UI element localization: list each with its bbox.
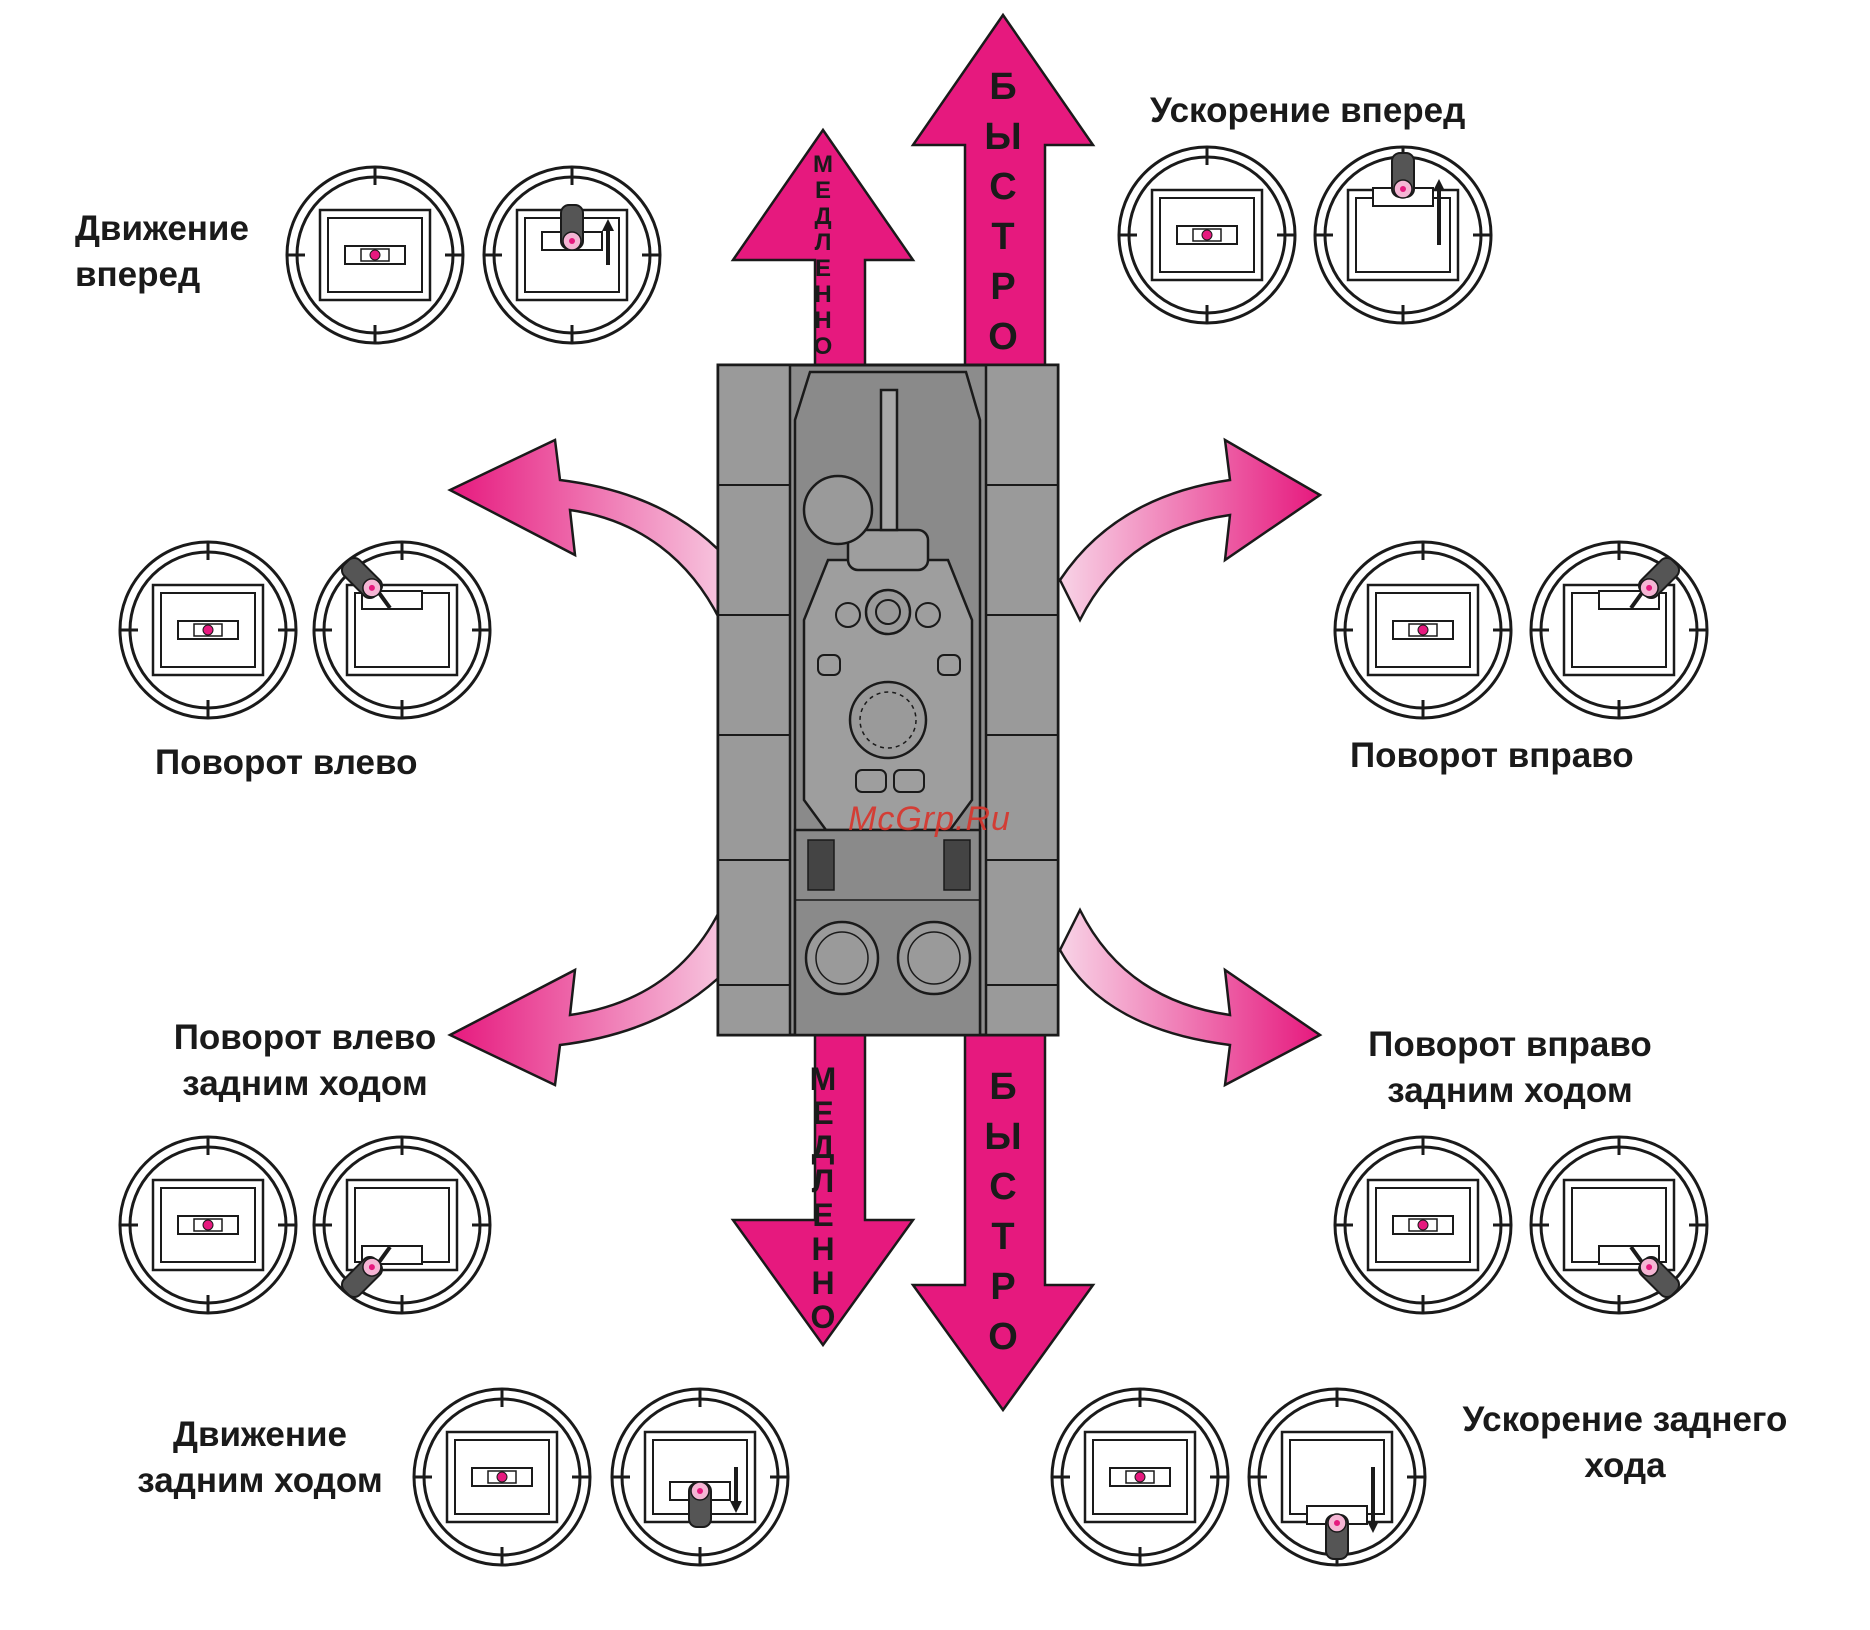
curved-arrow-up-right xyxy=(1060,440,1320,620)
controller-left-accel_forward xyxy=(1119,147,1295,323)
label-accel-reverse: Ускорение заднего хода xyxy=(1440,1397,1810,1489)
controller-right-reverse xyxy=(612,1389,788,1565)
controller-right-turn_left_reverse xyxy=(314,1137,490,1313)
controller-right-turn_left xyxy=(314,542,490,718)
controller-right-turn_right_reverse xyxy=(1531,1137,1707,1313)
controller-left-forward xyxy=(287,167,463,343)
label-forward: Движение вперед xyxy=(75,206,249,298)
label-accel-forward: Ускорение вперед xyxy=(1150,88,1465,134)
controller-right-accel_forward xyxy=(1315,147,1491,323)
curved-arrow-up-left xyxy=(450,440,745,620)
controller-left-reverse xyxy=(414,1389,590,1565)
label-turn-left: Поворот влево xyxy=(155,740,417,786)
controller-left-turn_right xyxy=(1335,542,1511,718)
label-reverse: Движение задним ходом xyxy=(110,1412,410,1504)
controller-right-forward xyxy=(484,167,660,343)
controller-left-turn_right_reverse xyxy=(1335,1137,1511,1313)
label-turn-left-reverse: Поворот влево задним ходом xyxy=(140,1015,470,1107)
controller-right-accel_reverse xyxy=(1249,1389,1425,1565)
tank-top-view xyxy=(718,365,1058,1035)
watermark: McGrp.Ru xyxy=(848,800,1011,839)
controller-right-turn_right xyxy=(1531,542,1707,718)
controller-left-accel_reverse xyxy=(1052,1389,1228,1565)
controller-left-turn_left xyxy=(120,542,296,718)
label-turn-right: Поворот вправо xyxy=(1350,733,1634,779)
label-turn-right-reverse: Поворот вправо задним ходом xyxy=(1345,1022,1675,1114)
curved-arrow-down-right xyxy=(1060,910,1320,1085)
curved-arrow-down-left xyxy=(450,910,745,1085)
controller-left-turn_left_reverse xyxy=(120,1137,296,1313)
